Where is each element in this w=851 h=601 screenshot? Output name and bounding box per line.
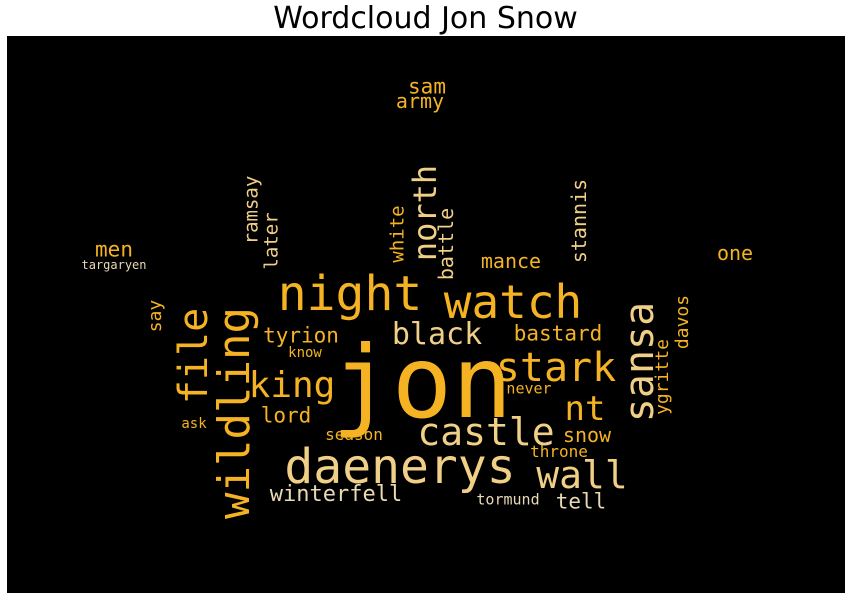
word-sam: sam (408, 74, 446, 99)
word-never: never (506, 379, 552, 398)
word-jon: jon (331, 324, 513, 441)
word-men: men (95, 237, 133, 262)
word-davos: davos (672, 294, 693, 350)
word-one: one (716, 241, 754, 265)
word-file: file (171, 307, 217, 405)
word-white: white (386, 205, 409, 263)
word-wildling: wildling (209, 307, 260, 519)
word-know: know (288, 345, 322, 361)
word-battle: battle (434, 207, 458, 281)
word-nt: nt (564, 389, 606, 429)
word-watch: watch (443, 275, 583, 329)
word-stark: stark (495, 345, 617, 391)
word-tyrion: tyrion (263, 323, 339, 348)
word-castle: castle (417, 410, 555, 454)
word-lord: lord (260, 403, 312, 428)
word-stannis: stannis (567, 178, 591, 264)
word-black: black (391, 317, 483, 352)
word-ask: ask (181, 416, 207, 432)
word-throne: throne (530, 442, 588, 461)
word-say: say (145, 299, 166, 333)
chart-title: Wordcloud Jon Snow (273, 1, 578, 36)
word-mance: mance (480, 249, 542, 273)
word-ygritte: ygritte (652, 339, 673, 415)
word-wall: wall (536, 453, 628, 497)
word-bastard: bastard (513, 321, 603, 346)
word-night: night (277, 266, 423, 322)
word-king: king (248, 365, 336, 406)
word-army: army (395, 89, 445, 113)
word-later: later (260, 212, 283, 270)
word-daenerys: daenerys (284, 439, 516, 495)
word-season: season (325, 425, 383, 444)
word-tormund: tormund (476, 490, 540, 509)
word-snow: snow (562, 423, 612, 447)
word-tell: tell (555, 489, 607, 514)
word-winterfell: winterfell (269, 482, 403, 507)
word-ramsay: ramsay (240, 175, 263, 245)
word-targaryen: targaryen (81, 258, 147, 272)
wordcloud-canvas: jon daenerys night watch wildling stark … (7, 36, 845, 593)
